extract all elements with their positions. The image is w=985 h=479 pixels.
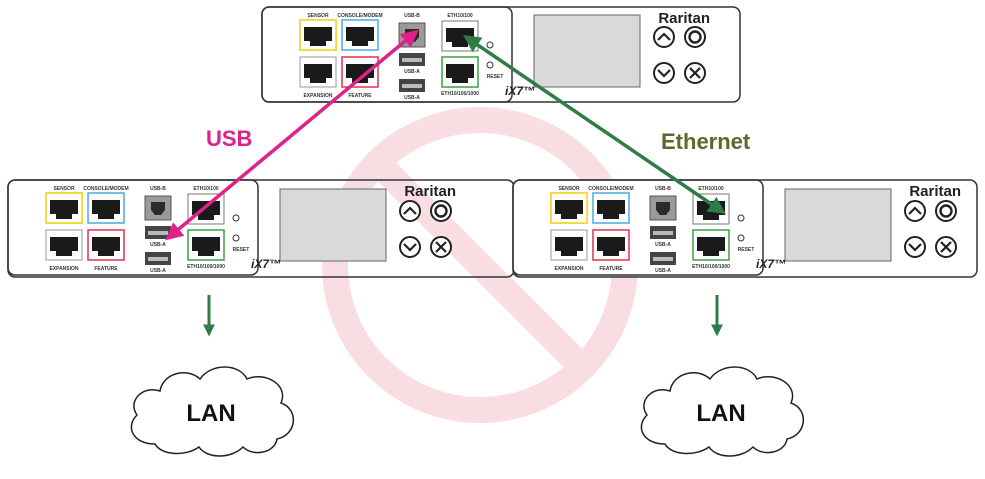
feature-label: FEATURE bbox=[94, 266, 118, 272]
feature-label: FEATURE bbox=[599, 266, 623, 272]
usb-a-label: USB-A bbox=[655, 242, 671, 248]
ethernet-label: Ethernet bbox=[661, 129, 751, 154]
reset-label: RESET bbox=[233, 247, 250, 253]
right-lan-cloud: LAN bbox=[640, 366, 805, 457]
console-modem-label: CONSOLE/MODEM bbox=[337, 13, 382, 19]
expansion-label: EXPANSION bbox=[554, 266, 583, 272]
expansion-label: EXPANSION bbox=[303, 93, 332, 99]
model-label: iX7™ bbox=[251, 257, 281, 271]
eth-bottom-label: ETH10/100/1000 bbox=[441, 91, 479, 97]
brand-label: Raritan bbox=[404, 183, 456, 200]
usb-a-label-2: USB-A bbox=[655, 268, 671, 274]
usb-b-label: USB-B bbox=[404, 13, 420, 19]
reset-label: RESET bbox=[738, 247, 755, 253]
left-lan-label: LAN bbox=[186, 400, 235, 427]
sensor-label: SENSOR bbox=[307, 13, 329, 19]
expansion-label: EXPANSION bbox=[49, 266, 78, 272]
usb-a-label-2: USB-A bbox=[404, 95, 420, 101]
right-device: SENSOR CONSOLE/MODEM USB-B ETH10/100 USB… bbox=[512, 179, 978, 278]
eth-top-label: ETH10/100 bbox=[698, 186, 724, 192]
usb-b-label: USB-B bbox=[655, 186, 671, 192]
reset-label: RESET bbox=[487, 74, 504, 80]
eth-bottom-label: ETH10/100/1000 bbox=[692, 264, 730, 270]
usb-b-label: USB-B bbox=[150, 186, 166, 192]
ethernet-connection-arrow bbox=[463, 35, 726, 214]
model-label: iX7™ bbox=[505, 84, 535, 98]
usb-a-label-2: USB-A bbox=[150, 268, 166, 274]
usb-a-label: USB-A bbox=[150, 242, 166, 248]
model-label: iX7™ bbox=[756, 257, 786, 271]
usb-connection-arrow bbox=[165, 29, 419, 241]
usb-a-label: USB-A bbox=[404, 69, 420, 75]
usb-label: USB bbox=[206, 126, 252, 151]
console-modem-label: CONSOLE/MODEM bbox=[83, 186, 128, 192]
eth-top-label: ETH10/100 bbox=[193, 186, 219, 192]
eth-top-label: ETH10/100 bbox=[447, 13, 473, 19]
left-lan-cloud: LAN bbox=[130, 366, 295, 457]
eth-bottom-label: ETH10/100/1000 bbox=[187, 264, 225, 270]
brand-label: Raritan bbox=[658, 10, 710, 27]
top-device: SENSOR CONSOLE/MODEM USB-B ETH10/100 USB… bbox=[261, 6, 741, 103]
feature-label: FEATURE bbox=[348, 93, 372, 99]
sensor-label: SENSOR bbox=[53, 186, 75, 192]
right-lan-label: LAN bbox=[696, 400, 745, 427]
brand-label: Raritan bbox=[909, 183, 961, 200]
sensor-label: SENSOR bbox=[558, 186, 580, 192]
console-modem-label: CONSOLE/MODEM bbox=[588, 186, 633, 192]
